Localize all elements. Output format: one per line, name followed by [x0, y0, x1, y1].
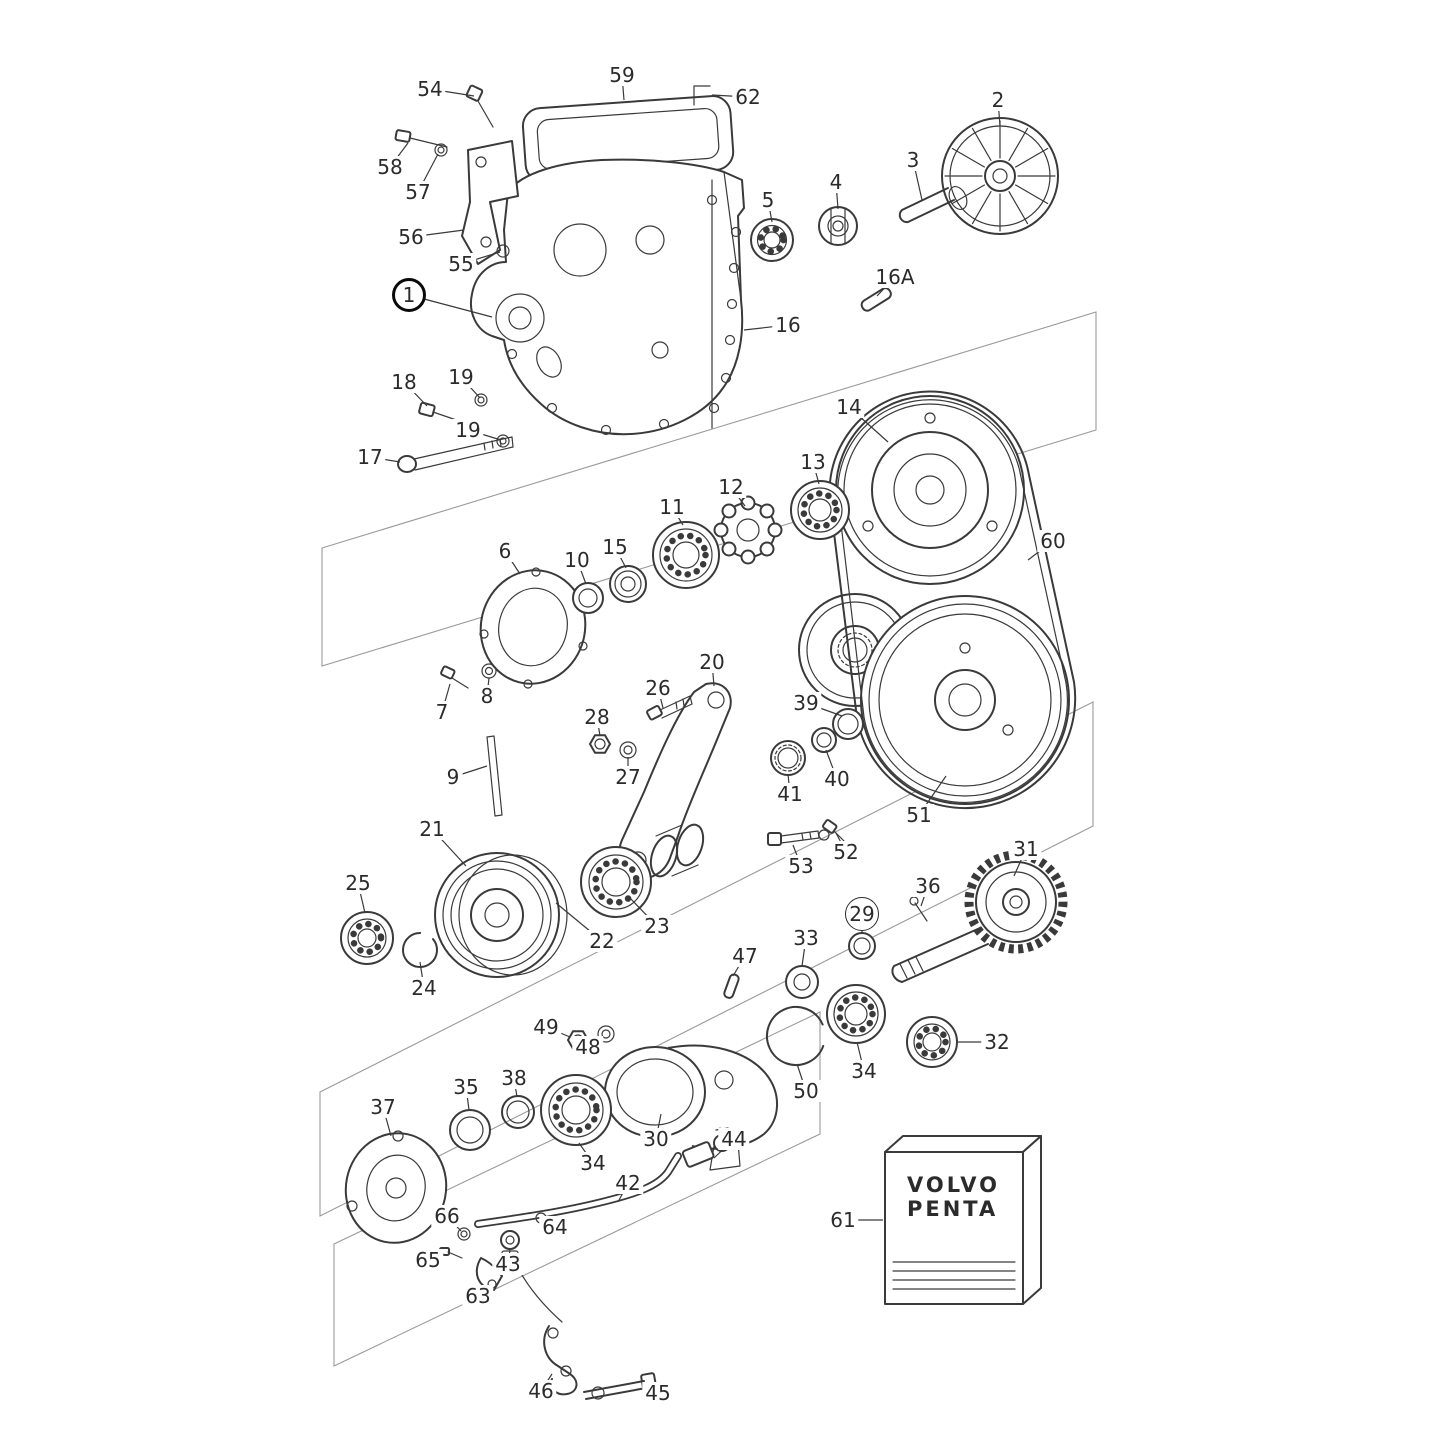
- bearing-34-upper: [826, 984, 886, 1044]
- ring-40: [811, 727, 837, 753]
- fan-shaft: [898, 186, 968, 224]
- bolt-52: [822, 819, 849, 846]
- bearing-5: [750, 218, 794, 262]
- ring-29: [848, 932, 876, 960]
- coupling-4: [818, 206, 858, 246]
- dowel-pin-9: [486, 735, 503, 817]
- screw-45: [583, 1372, 657, 1400]
- spacer-ring-10: [572, 582, 604, 614]
- washer-48: [597, 1025, 615, 1043]
- mounting-bolt-58: [394, 129, 448, 157]
- seal-15: [609, 565, 647, 603]
- splined-coupling-41: [770, 740, 806, 776]
- seal-ring-35: [449, 1109, 491, 1151]
- nut-8: [481, 663, 497, 679]
- snap-ring-24: [402, 932, 438, 968]
- woodruff-key: [860, 287, 892, 312]
- bolt-7: [440, 665, 469, 689]
- crankcase-housing: [470, 158, 745, 436]
- bearing-23: [580, 823, 705, 918]
- gasket-corner-mark: [693, 85, 711, 106]
- pump-cover-37: [344, 1130, 448, 1244]
- pulley-14: [835, 395, 1025, 585]
- pin-47: [723, 973, 740, 999]
- brand-line-1: VOLVO: [907, 1173, 1000, 1197]
- bolt-26: [646, 695, 693, 721]
- bearing-13: [790, 480, 850, 540]
- circlip-50: [766, 1006, 826, 1066]
- ring-38: [501, 1095, 535, 1129]
- screw-65: [439, 1247, 463, 1259]
- bearing-34-lower: [540, 1074, 612, 1146]
- cooling-fan: [941, 117, 1059, 235]
- brand-line-2: PENTA: [907, 1197, 998, 1221]
- gear-shaft-31: [891, 850, 1068, 983]
- pin-36: [909, 896, 928, 922]
- drive-belt: [828, 390, 1077, 810]
- crankshaft-pulley-51: [860, 595, 1070, 805]
- support-bracket: [461, 140, 519, 265]
- nut-28: [589, 734, 611, 754]
- adjuster-lever-46: [543, 1325, 578, 1396]
- nut-49: [567, 1030, 589, 1050]
- ring-39: [832, 708, 864, 740]
- bearing-11: [652, 521, 720, 589]
- pulley-21: [434, 852, 568, 978]
- mounting-bolt-54: [465, 84, 494, 128]
- bolt-53: [767, 829, 830, 846]
- lever-63: [475, 1257, 503, 1291]
- banjo-fitting-43: [500, 1230, 563, 1323]
- washers-19: [474, 393, 510, 448]
- bearing-32: [906, 1016, 958, 1068]
- sprocket-12: [713, 495, 783, 565]
- washer-27: [619, 741, 637, 759]
- manual-box-61: VOLVO PENTA: [884, 1135, 1042, 1305]
- flange-6: [479, 567, 588, 689]
- bearing-25: [340, 911, 394, 965]
- washer-66: [457, 1227, 471, 1241]
- assembly-plane-upper: [321, 311, 1097, 667]
- long-bolt-17: [397, 436, 514, 473]
- spacer-33: [785, 965, 819, 999]
- drain-pipe-42: [474, 1152, 682, 1228]
